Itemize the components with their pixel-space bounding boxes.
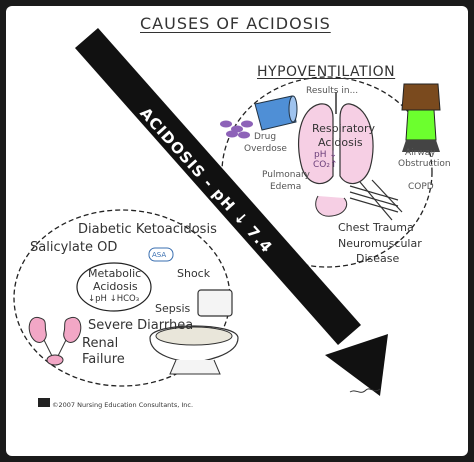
metabolic-center-line2: Acidosis: [93, 280, 138, 293]
pill-cup-icon: [254, 95, 298, 131]
respiratory-center-line4: CO₂↑: [313, 160, 338, 170]
airway-obstruction-line2: Obstruction: [398, 159, 451, 169]
signature-squiggle: [349, 388, 381, 393]
asa-pill-icon: [148, 247, 174, 262]
respiratory-center-line3: pH ↓: [314, 150, 337, 160]
sepsis-label: Sepsis: [155, 302, 191, 315]
lungs-icon: [297, 92, 374, 185]
acidosis-arrow-icon: [75, 28, 388, 396]
airway-obstruction-line1: Airway: [405, 148, 436, 158]
copd-lung-icon: [315, 179, 403, 221]
shock-label: Shock: [177, 267, 211, 280]
hypoventilation-heading: HYPOVENTILATION: [257, 64, 396, 80]
respiratory-center-line1: Respiratory: [312, 122, 376, 135]
salicylate-label: Salicylate OD: [30, 240, 118, 255]
airway-obstruction-icon: [401, 83, 441, 152]
respiratory-center-line2: Acidosis: [318, 136, 363, 149]
publisher-logo-icon: [38, 398, 50, 407]
copyright-credit: ©2007 Nursing Education Consultants, Inc…: [52, 401, 194, 409]
asa-label: ASA: [152, 251, 167, 259]
neuromuscular-line1: Neuromuscular: [338, 237, 422, 250]
drug-overdose-line2: Overdose: [244, 144, 287, 154]
renal-failure-line2: Failure: [82, 352, 125, 367]
metabolic-center-line1: Metabolic: [88, 267, 142, 280]
diagram-card: [6, 6, 468, 456]
chest-trauma-label: Chest Trauma: [338, 221, 414, 234]
drug-overdose-line1: Drug: [254, 132, 277, 142]
toilet-icon: [149, 289, 239, 375]
copd-label: COPD: [408, 182, 434, 192]
dka-label: Diabetic Ketoacidosis: [78, 222, 217, 237]
results-in-label: Results in...: [306, 86, 359, 96]
pulmonary-edema-line1: Pulmonary: [262, 170, 310, 180]
pills-icon: [220, 120, 253, 139]
renal-failure-line1: Renal: [82, 336, 119, 351]
metabolic-center-ellipse: [76, 262, 152, 312]
metabolic-center-line3: ↓pH ↓HCO₃: [88, 294, 140, 304]
pulmonary-edema-line2: Edema: [270, 182, 302, 192]
page-title: CAUSES OF ACIDOSIS: [140, 14, 331, 33]
neuromuscular-line2: Disease: [356, 252, 400, 265]
diarrhea-label: Severe Diarrhea: [88, 318, 194, 333]
kidneys-icon: [28, 316, 82, 366]
